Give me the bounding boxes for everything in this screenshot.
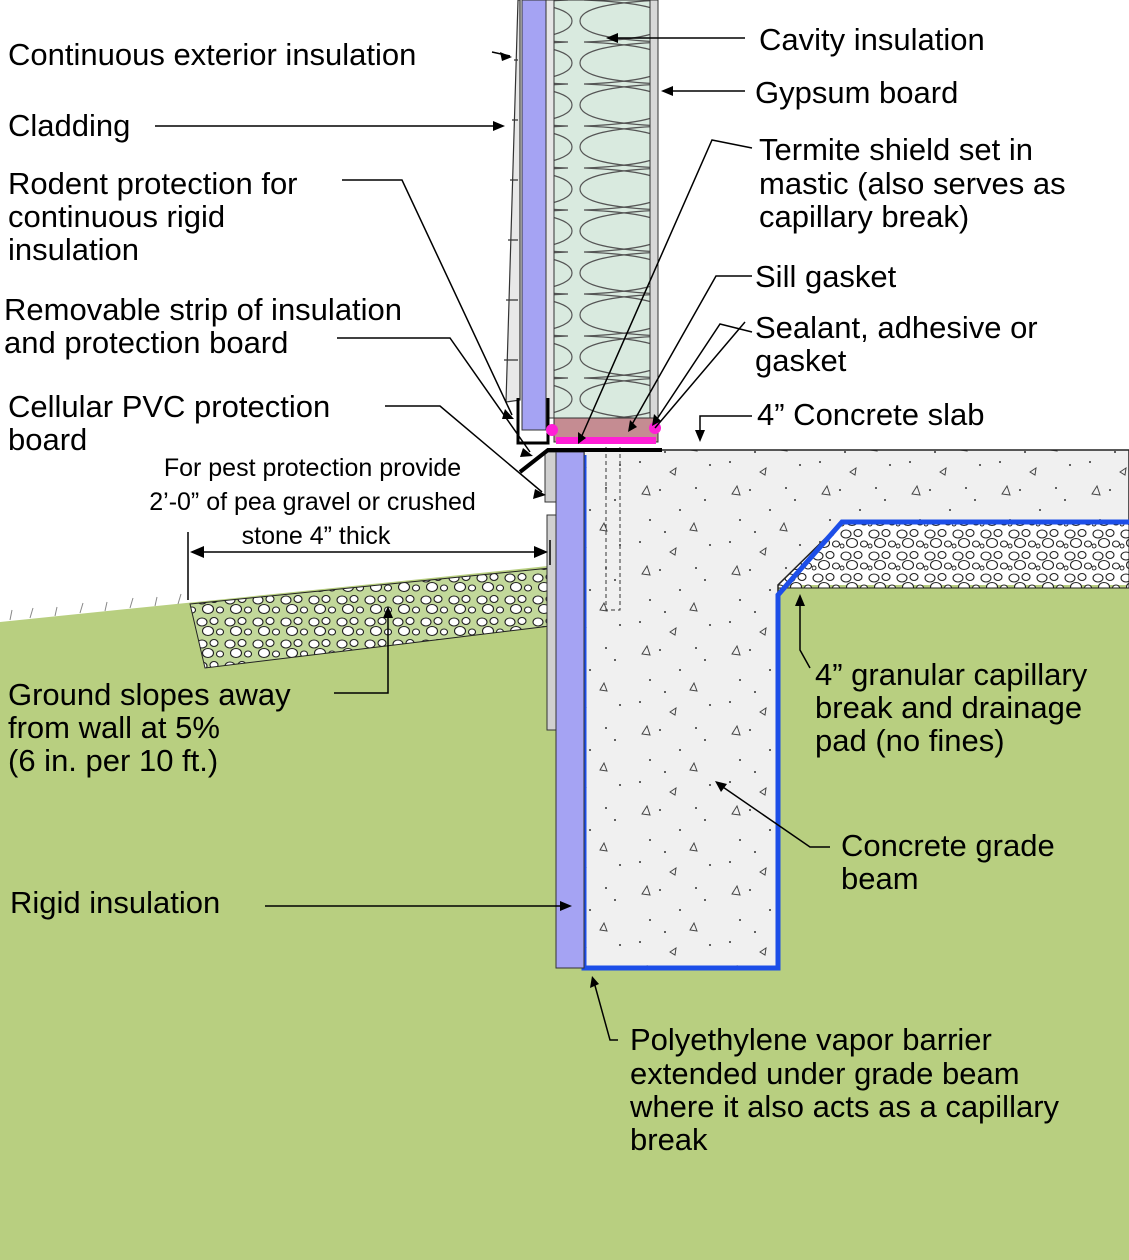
label-cavity-insulation: Cavity insulation — [759, 22, 985, 57]
cladding — [504, 0, 521, 403]
label-cellular-pvc: Cellular PVC protection board — [8, 389, 339, 457]
label-continuous-exterior-insulation: Continuous exterior insulation — [8, 37, 416, 72]
label-removable-strip: Removable strip of insulation and protec… — [4, 292, 411, 360]
cellular-pvc-protection-board — [546, 514, 557, 731]
ground-soil — [0, 566, 548, 1260]
label-concrete-slab: 4” Concrete slab — [757, 397, 984, 432]
gravel-dimension — [187, 532, 551, 600]
grass-texture — [9, 593, 182, 621]
label-rigid-insulation: Rigid insulation — [10, 885, 220, 920]
label-pest-protection: For pest protection provide 2’-0” of pea… — [149, 454, 483, 550]
cavity-insulation — [553, 0, 651, 419]
rodent-protection-angle — [516, 398, 550, 445]
label-ground-slopes: Ground slopes away from wall at 5% (6 in… — [8, 677, 299, 778]
label-cladding: Cladding — [8, 108, 130, 143]
label-granular-break: 4” granular capillary break and drainage… — [815, 657, 1096, 758]
removable-strip — [544, 451, 557, 503]
label-vapor-barrier: Polyethylene vapor barrier extended unde… — [629, 1022, 1068, 1157]
continuous-exterior-insulation — [521, 0, 547, 431]
leader-lines — [155, 37, 830, 1041]
sheathing — [545, 0, 555, 419]
label-grade-beam: Concrete grade beam — [841, 828, 1063, 896]
gypsum-board — [649, 0, 659, 419]
sill-gasket — [556, 437, 656, 444]
label-sealant: Sealant, adhesive or gasket — [755, 310, 1046, 378]
termite-shield — [518, 448, 662, 474]
sealant-bead — [546, 424, 558, 436]
leader-arrowheads — [383, 33, 805, 988]
rigid-insulation — [555, 451, 585, 969]
label-rodent-protection: Rodent protection for continuous rigid i… — [8, 166, 306, 267]
label-gypsum-board: Gypsum board — [755, 75, 958, 110]
label-sill-gasket: Sill gasket — [755, 259, 897, 294]
label-termite-shield: Termite shield set in mastic (also serve… — [759, 132, 1074, 234]
